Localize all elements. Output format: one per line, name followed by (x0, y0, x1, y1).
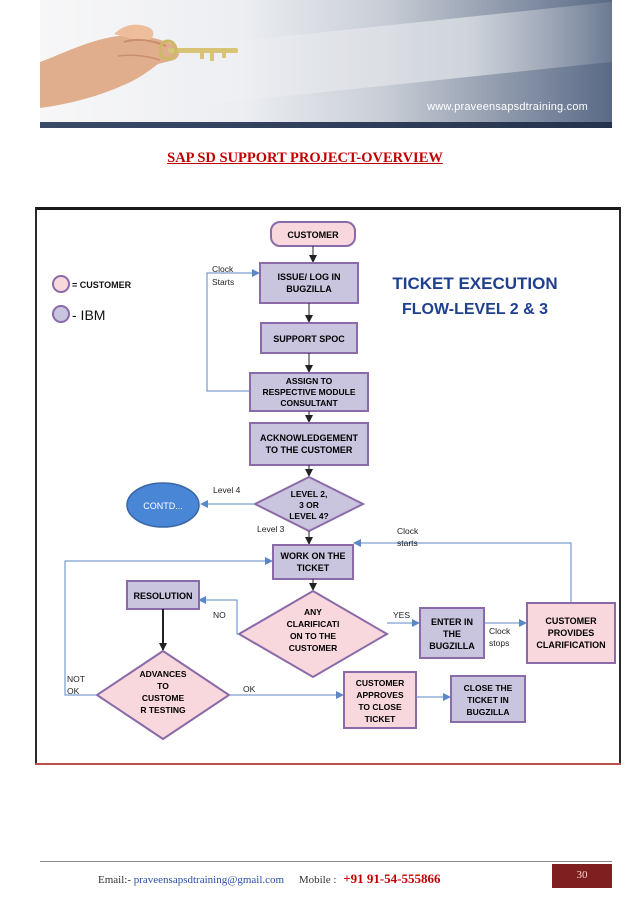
node-issue-label-2: BUGZILLA (286, 284, 332, 294)
label-clock-starts-1: Clock (212, 264, 234, 274)
footer-mobile-number: +91 91-54-555866 (343, 871, 441, 886)
node-contd (126, 482, 200, 528)
legend-customer-label: = CUSTOMER (72, 280, 132, 290)
decision-level-label-3: LEVEL 4? (289, 511, 329, 521)
node-provides-label-3: CLARIFICATION (536, 640, 605, 650)
ticket-execution-flowchart: TICKET EXECUTION FLOW-LEVEL 2 & 3 = CUST… (52, 221, 616, 741)
label-not-ok-1: NOT (67, 674, 85, 684)
label-yes: YES (393, 610, 410, 620)
decision-clar-label-4: CUSTOMER (289, 643, 338, 653)
loop-clock-starts (206, 269, 260, 392)
page-title: SAP SD SUPPORT PROJECT-OVERVIEW (167, 150, 443, 166)
node-work-label-1: WORK ON THE (281, 551, 346, 561)
node-contd-label: CONTD... (143, 501, 183, 511)
node-customer-approves (343, 671, 417, 729)
loop-clock-starts-right (353, 539, 572, 602)
node-resolution-label: RESOLUTION (133, 591, 192, 601)
flowchart-figure: TICKET EXECUTION FLOW-LEVEL 2 & 3 = CUST… (35, 207, 621, 763)
node-assign-label-3: CONSULTANT (280, 398, 338, 408)
label-clock-stops-1: Clock (489, 626, 511, 636)
node-support-spoc (260, 322, 358, 354)
node-close-label-2: TICKET IN (467, 695, 509, 705)
flowchart-title-line1: TICKET EXECUTION (392, 274, 557, 293)
node-ack-label-2: TO THE CUSTOMER (266, 445, 353, 455)
node-close-ticket (450, 675, 526, 723)
node-enter-label-1: ENTER IN (431, 617, 473, 627)
flowchart-title-line2: FLOW-LEVEL 2 & 3 (402, 301, 548, 318)
legend-ibm-label: - IBM (72, 307, 105, 323)
node-resolution (126, 580, 200, 610)
banner-url: www.praveensapsdtraining.com (427, 101, 588, 113)
node-work-label-2: TICKET (297, 563, 330, 573)
page-number: 30 (552, 864, 612, 888)
node-assign-label-2: RESPECTIVE MODULE (262, 387, 355, 397)
decision-level-label-1: LEVEL 2, (291, 489, 328, 499)
decision-clarification (237, 589, 389, 679)
node-approves-label-2: APPROVES (356, 690, 404, 700)
label-no: NO (213, 610, 226, 620)
node-issue-log (259, 262, 359, 304)
footer-email-label: Email:- (98, 874, 131, 886)
banner-bottom-bar (40, 122, 612, 128)
node-work-on-ticket (272, 544, 354, 580)
node-issue-label-1: ISSUE/ LOG IN (277, 272, 340, 282)
node-enter-label-3: BUGZILLA (429, 641, 475, 651)
decision-adv-label-4: R TESTING (140, 705, 186, 715)
node-customer-provides (526, 602, 616, 664)
decision-clar-label-3: ON TO THE (290, 631, 336, 641)
footer-email-link[interactable]: praveensapsdtraining@gmail.com (133, 874, 285, 886)
footer: Email:- praveensapsdtraining@gmail.com M… (98, 871, 441, 887)
label-clock-stops-2: stops (489, 638, 509, 648)
node-spoc-label: SUPPORT SPOC (273, 334, 345, 344)
footer-rule (40, 861, 612, 862)
hand-with-key-illustration (40, 24, 238, 109)
figure-bottom-rule (35, 763, 621, 765)
node-close-label-3: BUGZILLA (467, 707, 510, 717)
node-assign-label-1: ASSIGN TO (286, 376, 333, 386)
decision-level-label-2: 3 OR (299, 500, 319, 510)
header-banner: www.praveensapsdtraining.com (40, 0, 612, 128)
footer-mobile-label: Mobile : (298, 874, 337, 886)
legend-customer-swatch (52, 275, 70, 293)
label-level3: Level 3 (257, 524, 285, 534)
node-provides-label-1: CUSTOMER (545, 616, 597, 626)
label-ok: OK (243, 684, 256, 694)
node-enter-label-2: THE (443, 629, 461, 639)
label-level4: Level 4 (213, 485, 241, 495)
node-provides-label-2: PROVIDES (548, 628, 595, 638)
node-approves-label-3: TO CLOSE (358, 702, 402, 712)
node-acknowledgement (249, 422, 369, 466)
decision-clar-label-2: CLARIFICATI (287, 619, 340, 629)
label-clock-starts2-1: Clock (397, 526, 419, 536)
loop-not-ok (64, 557, 273, 696)
legend-ibm-swatch (52, 305, 70, 323)
arrow-no (198, 596, 239, 635)
decision-adv-label-2: TO (157, 681, 169, 691)
label-not-ok-2: OK (67, 686, 80, 696)
node-ack-label-1: ACKNOWLEDGEMENT (260, 433, 358, 443)
node-close-label-1: CLOSE THE (464, 683, 513, 693)
label-clock-starts2-2: starts (397, 538, 418, 548)
node-approves-label-4: TICKET (365, 714, 397, 724)
decision-adv-label-3: CUSTOME (142, 693, 185, 703)
node-customer-label: CUSTOMER (287, 230, 339, 240)
decision-advances-testing (95, 649, 231, 741)
decision-clar-label-1: ANY (304, 607, 322, 617)
node-approves-label-1: CUSTOMER (356, 678, 405, 688)
decision-adv-label-1: ADVANCES (139, 669, 186, 679)
label-clock-starts-2: Starts (212, 277, 234, 287)
node-enter-bugzilla (419, 607, 485, 659)
